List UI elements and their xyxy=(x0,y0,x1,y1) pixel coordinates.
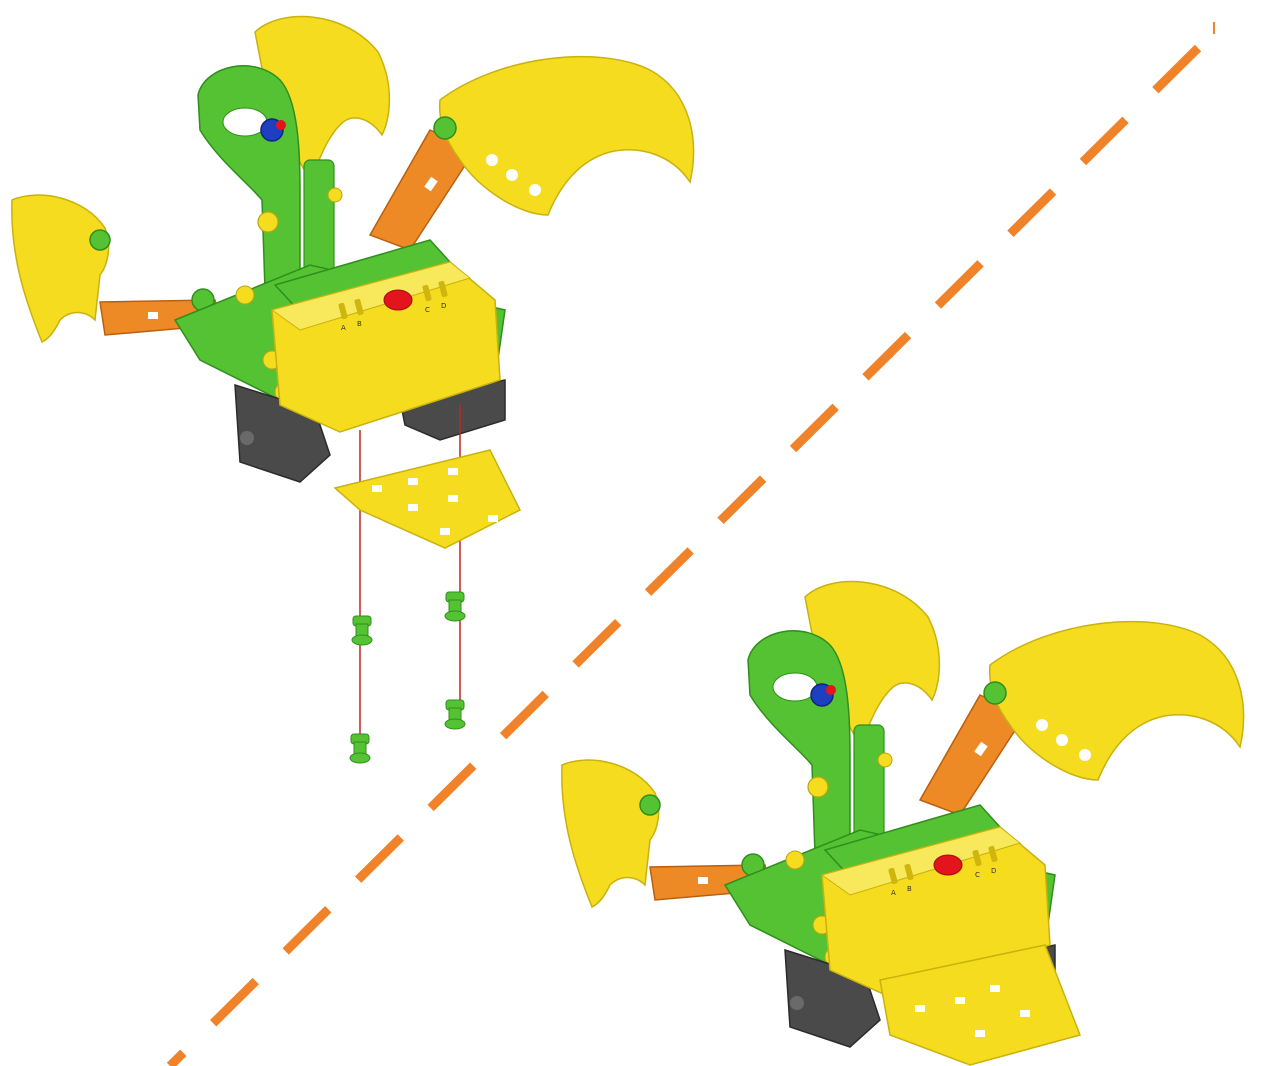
assembled-view: A B C D xyxy=(562,582,1244,1065)
green-spacer-4 xyxy=(445,700,465,729)
green-spacer-2 xyxy=(445,592,465,621)
green-spacer-3 xyxy=(350,734,370,763)
yellow-bottom-plate xyxy=(335,450,520,548)
port-label-c-assembled: C xyxy=(975,871,980,879)
port-label-a-assembled: A xyxy=(891,889,896,897)
port-label-c: C xyxy=(425,306,430,314)
port-label-b-assembled: B xyxy=(907,885,912,893)
port-label-b: B xyxy=(357,320,362,328)
port-label-a: A xyxy=(341,324,346,332)
port-label-d: D xyxy=(441,302,446,310)
port-label-d-assembled: D xyxy=(991,867,996,875)
green-spacer-1 xyxy=(352,616,372,645)
